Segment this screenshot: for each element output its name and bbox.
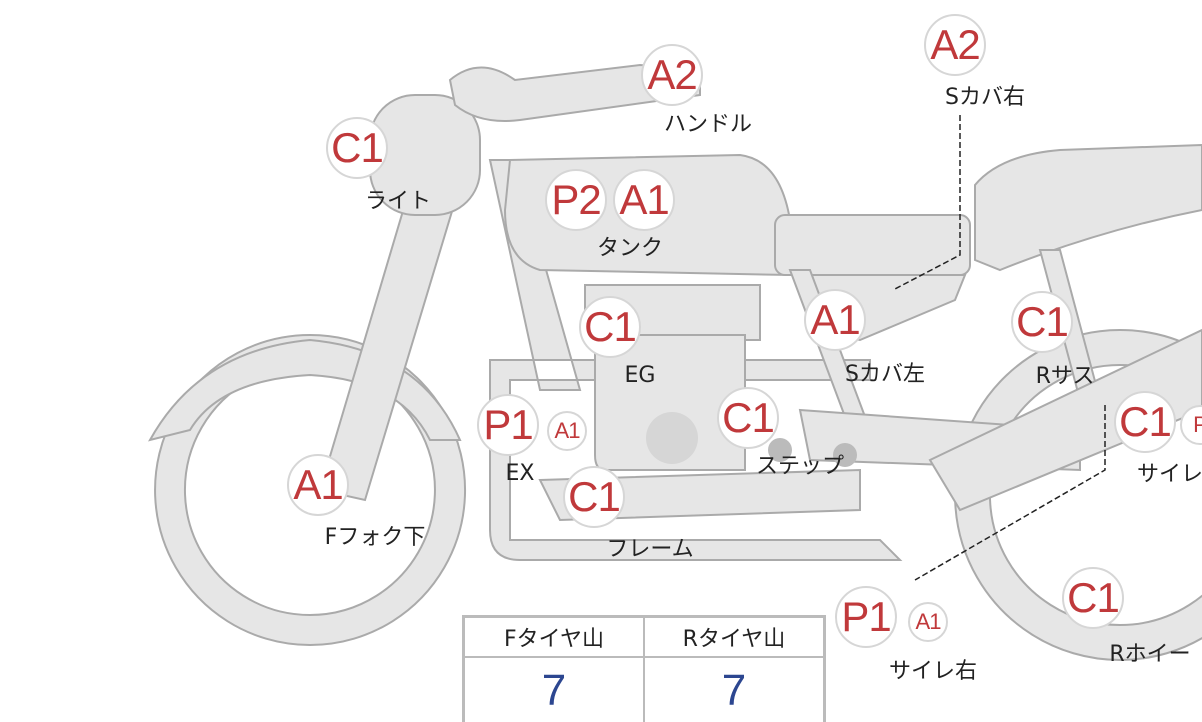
front-tire-value: 7: [462, 656, 645, 722]
part-label: ステップ: [755, 454, 845, 479]
grade-badge: C1: [326, 117, 388, 179]
grade-badge: C1: [1062, 567, 1124, 629]
grade-badge: A1: [613, 169, 675, 231]
grade-badge: C1: [1114, 391, 1176, 453]
part-label: サイレ右: [888, 659, 978, 684]
part-label: Sカバ左: [845, 362, 925, 387]
rear-tire-value: 7: [643, 656, 826, 722]
grade-badge: C1: [1011, 291, 1073, 353]
part-label: EG: [624, 363, 656, 388]
part-label: EX: [505, 461, 535, 486]
front-tire-header: Fタイヤ山: [462, 615, 645, 658]
tire-tread-table: Fタイヤ山 Rタイヤ山 7 7: [462, 615, 826, 722]
rear-tire-header: Rタイヤ山: [643, 615, 826, 658]
grade-badge: A1: [287, 454, 349, 516]
grade-badge: P1: [477, 394, 539, 456]
grade-badge: A2: [641, 44, 703, 106]
grade-badge: C1: [579, 296, 641, 358]
grade-badge-small: A1: [547, 411, 587, 451]
part-label: ライト: [364, 189, 432, 214]
grade-badge: A2: [924, 14, 986, 76]
rear-wheel: [954, 329, 1202, 661]
part-label: タンク: [596, 236, 664, 261]
part-label: Rサス: [1035, 364, 1095, 389]
part-label: サイレ: [1136, 462, 1202, 487]
seat-base: [774, 214, 971, 276]
grade-badge-small: A1: [908, 602, 948, 642]
part-label: ハンドル: [663, 112, 753, 137]
part-label: フレーム: [606, 537, 694, 562]
seat: [974, 143, 1202, 272]
part-label: Rホイー: [1109, 642, 1191, 667]
silencer: [928, 328, 1202, 512]
grade-badge: C1: [563, 466, 625, 528]
grade-badge: A1: [804, 289, 866, 351]
part-label: Sカバ右: [945, 85, 1025, 110]
part-label: Fフォク下: [324, 525, 426, 550]
grade-badge: P2: [545, 169, 607, 231]
grade-badge: P1: [835, 586, 897, 648]
grade-badge: C1: [717, 387, 779, 449]
